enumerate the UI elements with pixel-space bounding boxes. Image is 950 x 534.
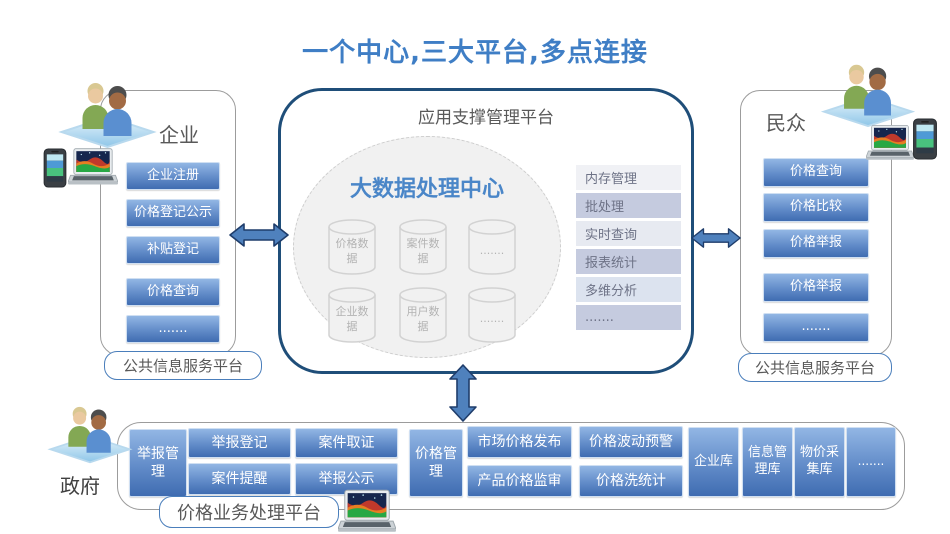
diagram-title: 一个中心,三大平台,多点连接	[302, 38, 648, 68]
gov-button: 案件取证	[295, 428, 398, 458]
gov-db-button: 企业库	[688, 427, 739, 497]
service-item: 批处理	[576, 193, 681, 218]
service-item: 报表统计	[576, 249, 681, 274]
gov-db-button: 信息管理库	[742, 427, 793, 497]
laptop-icon	[338, 489, 396, 533]
gov-button: 市场价格发布	[467, 426, 572, 458]
government-panel: 举报管理 举报登记 案件提醒 案件取证 举报公示 价格管理 市场价格发布 产品价…	[117, 422, 905, 528]
big-data-center-label: 大数据处理中心	[349, 177, 504, 202]
left-center-double-arrow	[229, 219, 289, 251]
database-cylinder-more: .......	[466, 286, 518, 344]
enterprise-button: 价格查询	[126, 278, 220, 306]
laptop-icon	[866, 125, 914, 161]
app-support-platform-panel: 应用支撑管理平台 大数据处理中心 价格数据 案件数据 ....... 企业数据 …	[278, 88, 694, 374]
smartphone-icon	[913, 118, 937, 160]
database-cylinder: 价格数据	[326, 218, 378, 276]
people-group-icon	[60, 82, 155, 148]
government-label: 政府	[60, 474, 100, 498]
service-item: 实时查询	[576, 221, 681, 246]
public-button: 价格举报	[763, 229, 869, 258]
app-support-platform-title: 应用支撑管理平台	[418, 108, 554, 128]
gov-db-button: 物价采集库	[794, 427, 845, 497]
price-business-platform-label: 价格业务处理平台	[159, 496, 339, 528]
public-button: 价格比较	[763, 193, 869, 222]
people-group-icon	[49, 406, 131, 464]
people-group-icon	[822, 63, 914, 127]
service-item: 内存管理	[576, 165, 681, 190]
gov-button: 案件提醒	[188, 463, 291, 495]
enterprise-label: 企业	[159, 123, 199, 147]
smartphone-icon	[43, 148, 67, 188]
enterprise-button: 企业注册	[126, 162, 220, 190]
gov-button-tall: 价格管理	[409, 429, 463, 497]
center-bottom-double-arrow	[443, 364, 483, 422]
public-button: 价格举报	[763, 273, 869, 302]
service-item: 多维分析	[576, 277, 681, 302]
enterprise-button: 补贴登记	[126, 236, 220, 264]
database-cylinder-more: .......	[466, 218, 518, 276]
center-right-double-arrow	[691, 223, 741, 253]
enterprise-panel: 企业 企业注册 价格登记公示 补贴登记 价格查询 ....... 公共信息服务平…	[100, 90, 262, 380]
enterprise-button-more: .......	[126, 315, 220, 343]
gov-db-button-more: .......	[846, 427, 896, 497]
public-panel: 民众 价格查询 价格比较 价格举报 价格举报 ....... 公共信息服务平台	[738, 90, 892, 382]
public-button: 价格查询	[763, 158, 869, 187]
service-item-more: .......	[576, 305, 681, 330]
public-info-platform-label-right: 公共信息服务平台	[738, 353, 892, 382]
database-cylinder: 案件数据	[397, 218, 449, 276]
database-cylinder: 用户数据	[397, 286, 449, 344]
enterprise-button: 价格登记公示	[126, 199, 220, 227]
gov-button: 价格洗统计	[579, 465, 683, 497]
public-label: 民众	[766, 111, 806, 135]
service-list: 内存管理 批处理 实时查询 报表统计 多维分析 .......	[576, 165, 681, 333]
gov-button: 产品价格监审	[467, 465, 572, 497]
gov-button: 举报登记	[188, 428, 291, 458]
gov-button-tall: 举报管理	[129, 429, 187, 497]
database-cylinder: 企业数据	[326, 286, 378, 344]
laptop-icon	[68, 148, 118, 185]
public-info-platform-label-left: 公共信息服务平台	[104, 351, 262, 380]
public-button-more: .......	[763, 313, 869, 342]
gov-button: 价格波动预警	[579, 426, 683, 458]
